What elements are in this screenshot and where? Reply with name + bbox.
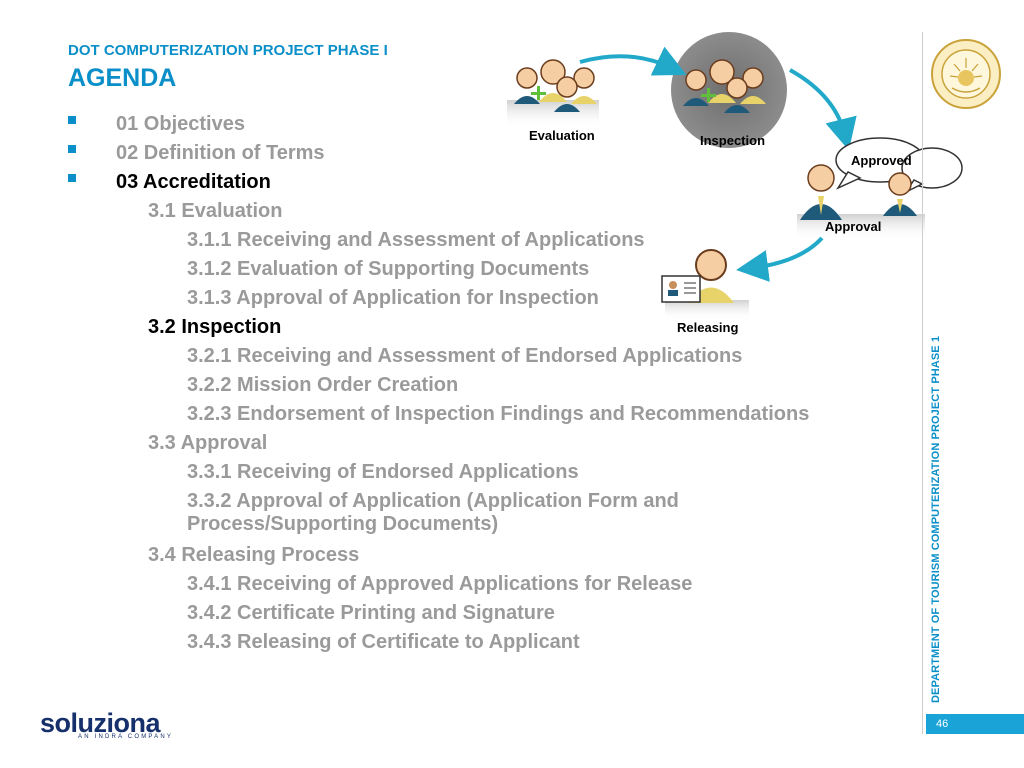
project-subtitle: DOT COMPUTERIZATION PROJECT PHASE I [68,42,388,59]
approved-speech-bubble [835,137,963,194]
vertical-divider [922,32,923,734]
agenda-item: 3.3 Approval [148,432,268,454]
agenda-item: 3.1.1 Receiving and Assessment of Applic… [187,229,645,251]
agenda-item: 3.2.1 Receiving and Assessment of Endors… [187,345,743,367]
logo-tagline: AN INDRA COMPANY [78,734,174,740]
agenda-item: 3.2.2 Mission Order Creation [187,374,459,396]
agenda-item: 3.4.3 Releasing of Certificate to Applic… [187,631,580,653]
bullet [68,116,76,124]
agenda-item: 01 Objectives [116,113,245,135]
agenda-item: 3.4.1 Receiving of Approved Applications… [187,573,693,595]
department-of-tourism-seal-icon [931,39,1001,109]
arrow-inspection-to-approval [789,68,857,151]
soluziona-logo: soluziona [40,708,161,738]
vertical-project-caption: DEPARTMENT OF TOURISM COMPUTERIZATION PR… [930,335,942,703]
agenda-item-active: 03 Accreditation [116,171,271,193]
approved-bubble-text: Approved [851,153,912,168]
arrow-evaluation-to-inspection [579,46,687,76]
approval-label: Approval [825,219,882,234]
releasing-person-icon [661,249,749,320]
agenda-item: 02 Definition of Terms [116,142,325,164]
bullet [68,145,76,153]
page-number: 46 [936,718,949,730]
evaluation-people-icon [507,59,599,128]
agenda-item: 3.4 Releasing Process [148,544,360,566]
arrow-approval-to-releasing [736,236,824,282]
certificate-icon [661,275,701,303]
releasing-label: Releasing [677,320,739,335]
agenda-item-active: 3.2 Inspection [148,316,282,338]
agenda-item: 3.3.1 Receiving of Endorsed Applications [187,461,579,483]
agenda-item: 3.1.2 Evaluation of Supporting Documents [187,258,590,280]
page-number-bar [926,714,1024,734]
approval-people-icon [797,164,925,240]
agenda-item: 3.1 Evaluation [148,200,283,222]
inspection-label: Inspection [700,133,766,148]
evaluation-label: Evaluation [529,128,595,143]
page-title: AGENDA [68,64,177,92]
agenda-item: 3.4.2 Certificate Printing and Signature [187,602,555,624]
agenda-item: 3.3.2 Approval of Application (Applicati… [187,490,679,535]
agenda-item: 3.1.3 Approval of Application for Inspec… [187,287,599,309]
bullet [68,174,76,182]
inspection-people-icon [683,59,766,113]
agenda-item: 3.2.3 Endorsement of Inspection Findings… [187,403,810,425]
